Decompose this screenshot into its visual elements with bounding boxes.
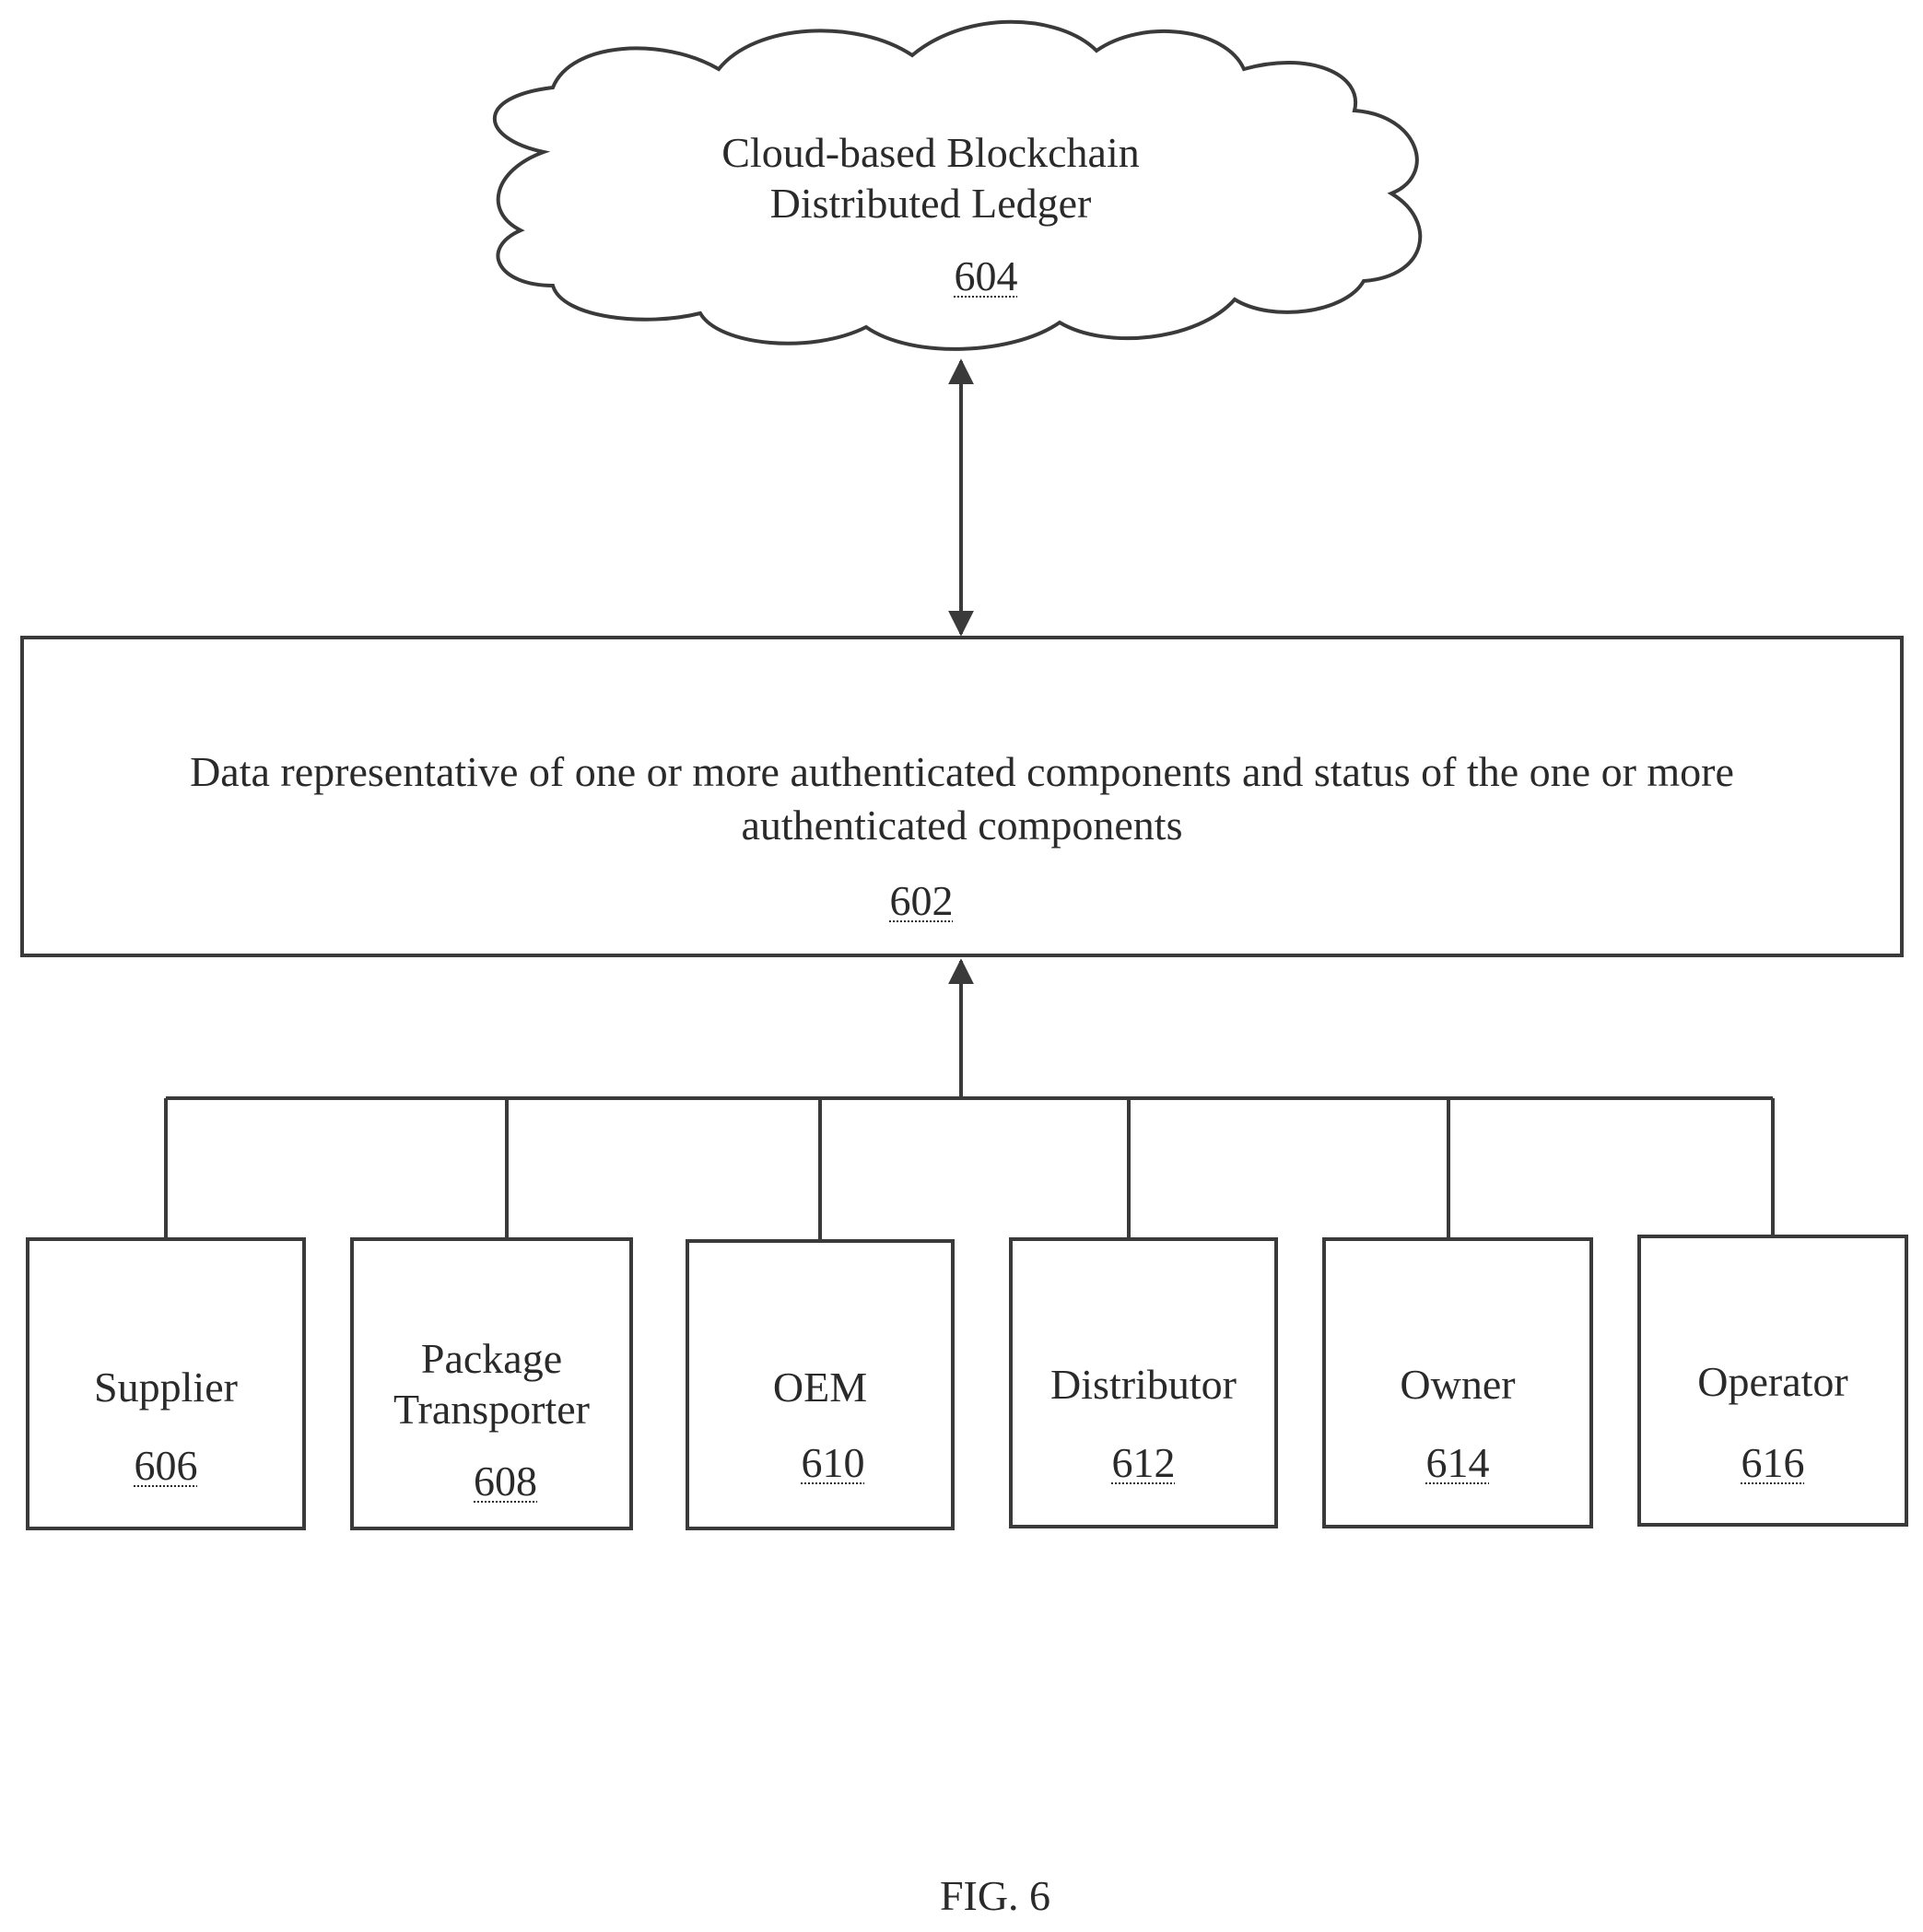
entity-distributor-ref-wrap: 612 (1011, 1437, 1276, 1488)
entity-operator-ref-wrap: 616 (1639, 1437, 1906, 1488)
entity-package-transporter-label: Package Transporter (352, 1333, 631, 1434)
entity-supplier-ref: 606 (135, 1442, 198, 1489)
entity-package-transporter-ref-wrap: 608 (352, 1456, 659, 1506)
data-box-line1: Data representative of one or more authe… (22, 746, 1902, 797)
entity-owner-ref-wrap: 614 (1324, 1437, 1591, 1488)
entity-operator-ref: 616 (1741, 1439, 1805, 1486)
entity-distributor-label: Distributor (1011, 1359, 1276, 1410)
entity-supplier-ref-wrap: 606 (28, 1440, 304, 1491)
entity-oem-ref-wrap: 610 (700, 1437, 966, 1488)
entity-package-transporter-line2: Transporter (352, 1384, 631, 1434)
cloud-ref-number: 604 (875, 251, 1096, 301)
entity-distributor-ref: 612 (1112, 1439, 1176, 1486)
entity-package-transporter-ref: 608 (474, 1458, 537, 1505)
entity-operator-label: Operator (1639, 1356, 1906, 1407)
entity-package-transporter-line1: Package (352, 1333, 631, 1384)
entity-oem-label: OEM (687, 1362, 953, 1412)
data-box-line2: authenticated components (22, 800, 1902, 850)
entity-supplier-label: Supplier (28, 1362, 304, 1412)
cloud-title-line2: Distributed Ledger (654, 178, 1207, 228)
entity-oem-ref: 610 (802, 1439, 865, 1486)
entity-owner-ref: 614 (1426, 1439, 1490, 1486)
figure-label: FIG. 6 (829, 1870, 1161, 1921)
cloud-title: Cloud-based Blockchain Distributed Ledge… (654, 127, 1207, 228)
cloud-ref: 604 (955, 252, 1018, 299)
data-box-ref-number: 602 (811, 875, 1032, 926)
data-box-ref: 602 (890, 877, 954, 924)
entity-owner-label: Owner (1324, 1359, 1591, 1410)
cloud-title-line1: Cloud-based Blockchain (654, 127, 1207, 178)
